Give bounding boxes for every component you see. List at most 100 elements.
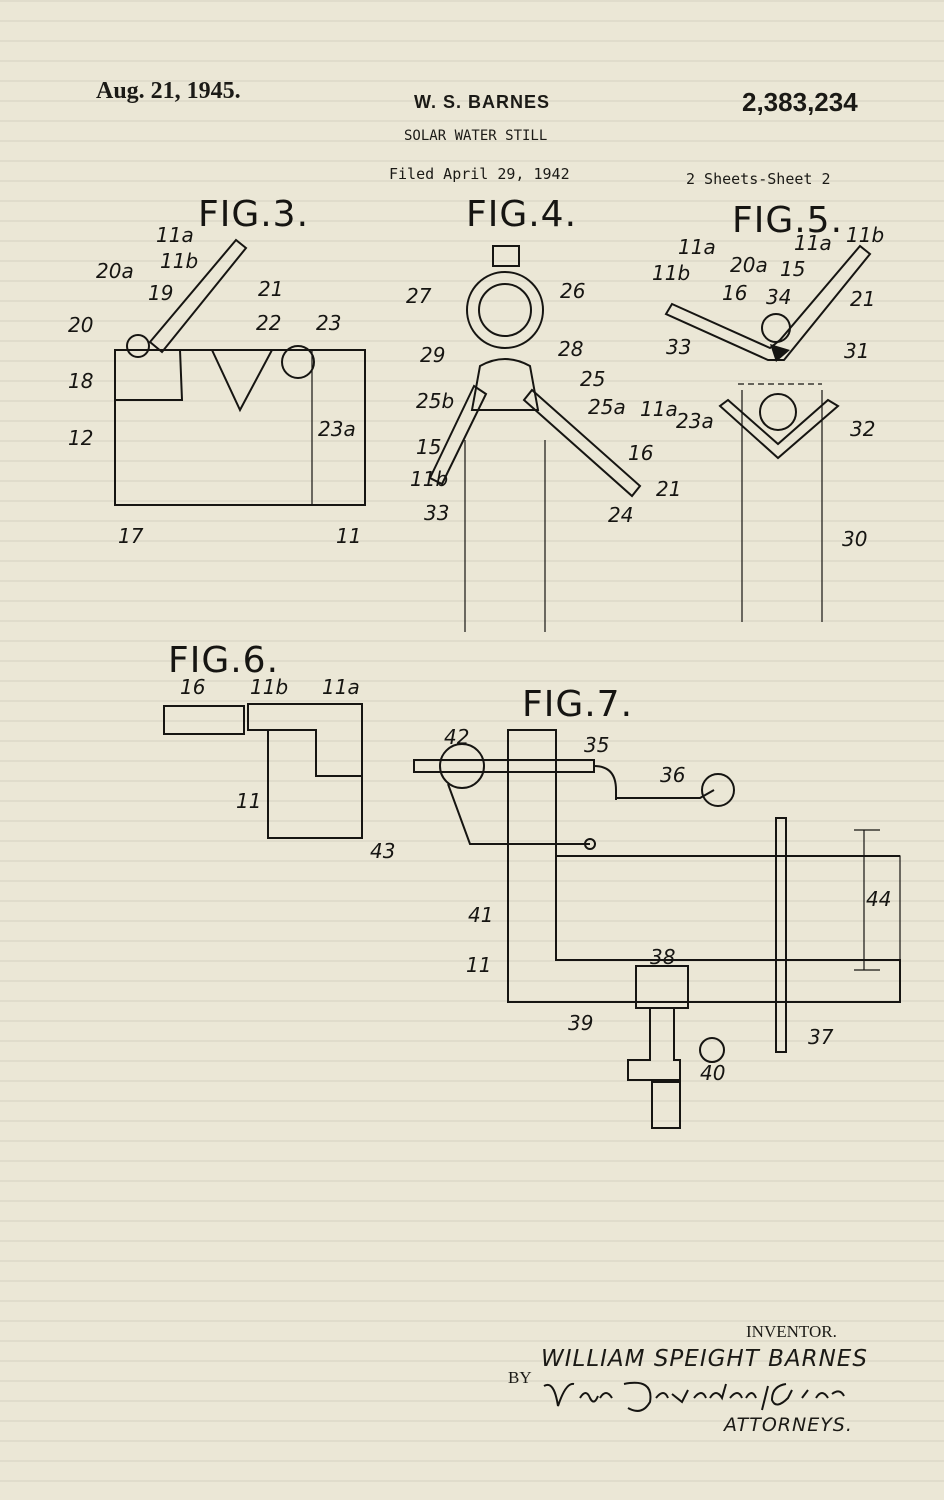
fig5-trough [718, 398, 840, 460]
inventor-name: WILLIAM SPEIGHT BARNES [541, 1346, 868, 1372]
svg-text:19: 19 [148, 281, 173, 305]
svg-text:31: 31 [844, 339, 869, 363]
fig5-drip-point [770, 344, 790, 362]
fig6-label: FIG.6. [168, 640, 279, 681]
svg-text:25a: 25a [588, 395, 626, 419]
fig7-float-arm [616, 789, 715, 799]
svg-text:38: 38 [650, 945, 675, 969]
sheet-count: 2 Sheets-Sheet 2 [686, 170, 831, 188]
attorney-signature [543, 1381, 845, 1412]
fig5-ref-labels: 11a 11a 11b 20a 15 11b 16 34 21 33 31 23… [652, 223, 884, 551]
svg-text:11a: 11a [640, 397, 678, 421]
patent-date: Aug. 21, 1945. [96, 78, 241, 104]
svg-text:34: 34 [766, 285, 791, 309]
svg-text:30: 30 [842, 527, 867, 551]
fig7-drain-outlet [651, 1081, 681, 1129]
svg-text:16: 16 [180, 675, 205, 699]
svg-text:21: 21 [258, 277, 283, 301]
fig4-drawing: FIG.4. 27 26 28 29 25 25b 25a 11a 15 16 … [406, 194, 681, 632]
svg-text:11a: 11a [156, 223, 194, 247]
fig7-ref-labels: 42 35 36 43 44 41 11 38 39 37 40 [370, 725, 891, 1085]
fig7-drawing: FIG.7. 42 35 36 43 44 41 11 38 39 37 40 [370, 684, 901, 1129]
svg-text:32: 32 [850, 417, 875, 441]
fig7-valve-handle [699, 1037, 725, 1063]
fig5-gutter-circle [761, 313, 791, 343]
fig5-drawing: FIG.5. 11a 11a 11b 20a 15 11b 16 34 21 3… [652, 200, 884, 622]
fig6-glass-pane [163, 705, 245, 735]
fig6-wall-section [267, 729, 363, 839]
svg-text:43: 43 [370, 839, 395, 863]
fig4-ref-labels: 27 26 28 29 25 25b 25a 11a 15 16 11b 21 … [406, 279, 681, 527]
svg-text:17: 17 [118, 524, 144, 548]
svg-text:22: 22 [256, 311, 281, 335]
svg-text:20: 20 [68, 313, 93, 337]
svg-text:28: 28 [558, 337, 583, 361]
svg-text:20a: 20a [96, 259, 134, 283]
inventor-label: INVENTOR. [746, 1322, 837, 1341]
fig3-ref-labels: 11a 20a 11b 19 21 20 22 23 18 23a 12 17 … [68, 223, 361, 548]
fig3-label: FIG.3. [198, 194, 309, 235]
fig7-pipe-end [584, 838, 596, 850]
by-label: BY [508, 1368, 532, 1387]
svg-text:11b: 11b [160, 249, 198, 273]
fig5-pipe-circle [759, 393, 797, 431]
fig7-water-body [555, 855, 901, 961]
fig4-pipe-inner [478, 283, 532, 337]
svg-text:20a: 20a [730, 253, 768, 277]
svg-text:40: 40 [700, 1061, 725, 1085]
fig6-ref-labels: 16 11b 11a 11 [180, 675, 360, 813]
svg-text:44: 44 [866, 887, 891, 911]
svg-text:12: 12 [68, 426, 93, 450]
svg-text:15: 15 [416, 435, 441, 459]
patent-number: 2,383,234 [742, 87, 858, 117]
fig6-frame-section [247, 703, 363, 777]
svg-text:11: 11 [236, 789, 261, 813]
fig3-pipe-circle [281, 345, 315, 379]
svg-text:16: 16 [722, 281, 747, 305]
fig5-label: FIG.5. [732, 200, 843, 241]
fig7-tank-wall [507, 729, 901, 1003]
fig7-gauge-rod [775, 817, 787, 1053]
fig3-left-lining [114, 349, 184, 401]
svg-text:11: 11 [336, 524, 361, 548]
svg-text:23a: 23a [318, 417, 356, 441]
svg-text:11b: 11b [410, 467, 448, 491]
attorneys-label: ATTORNEYS. [724, 1414, 853, 1436]
fig3-trough-lining [210, 349, 274, 413]
fig7-drain-valve [627, 1007, 681, 1081]
fig3-drawing: FIG.3. 11a 20a 11b 19 21 20 22 23 18 23a… [68, 194, 366, 548]
fig6-drawing: FIG.6. 16 11b 11a 11 [163, 640, 363, 839]
svg-text:27: 27 [406, 284, 432, 308]
svg-text:24: 24 [608, 503, 633, 527]
svg-text:29: 29 [420, 343, 445, 367]
fig7-float-ball [701, 773, 735, 807]
svg-text:39: 39 [568, 1011, 593, 1035]
svg-text:11b: 11b [652, 261, 690, 285]
svg-text:36: 36 [660, 763, 685, 787]
fig7-pipe-elbow [593, 765, 617, 800]
patent-title: SOLAR WATER STILL [404, 128, 548, 144]
svg-text:15: 15 [780, 257, 805, 281]
svg-text:33: 33 [424, 501, 449, 525]
fig4-label: FIG.4. [466, 194, 577, 235]
fig4-pipe-outer [466, 271, 544, 349]
fig3-glass-pane [148, 238, 248, 354]
svg-text:35: 35 [584, 733, 609, 757]
svg-text:25b: 25b [416, 389, 454, 413]
svg-text:42: 42 [444, 725, 469, 749]
svg-text:26: 26 [560, 279, 585, 303]
svg-text:21: 21 [850, 287, 875, 311]
svg-text:11b: 11b [250, 675, 288, 699]
svg-text:11a: 11a [322, 675, 360, 699]
svg-text:23: 23 [316, 311, 341, 335]
svg-text:37: 37 [808, 1025, 834, 1049]
filed-date: Filed April 29, 1942 [389, 165, 570, 183]
fig7-label: FIG.7. [522, 684, 633, 725]
fig4-right-glass [522, 388, 642, 498]
svg-text:21: 21 [656, 477, 681, 501]
svg-text:41: 41 [468, 903, 493, 927]
svg-text:11a: 11a [678, 235, 716, 259]
svg-text:33: 33 [666, 335, 691, 359]
svg-text:16: 16 [628, 441, 653, 465]
